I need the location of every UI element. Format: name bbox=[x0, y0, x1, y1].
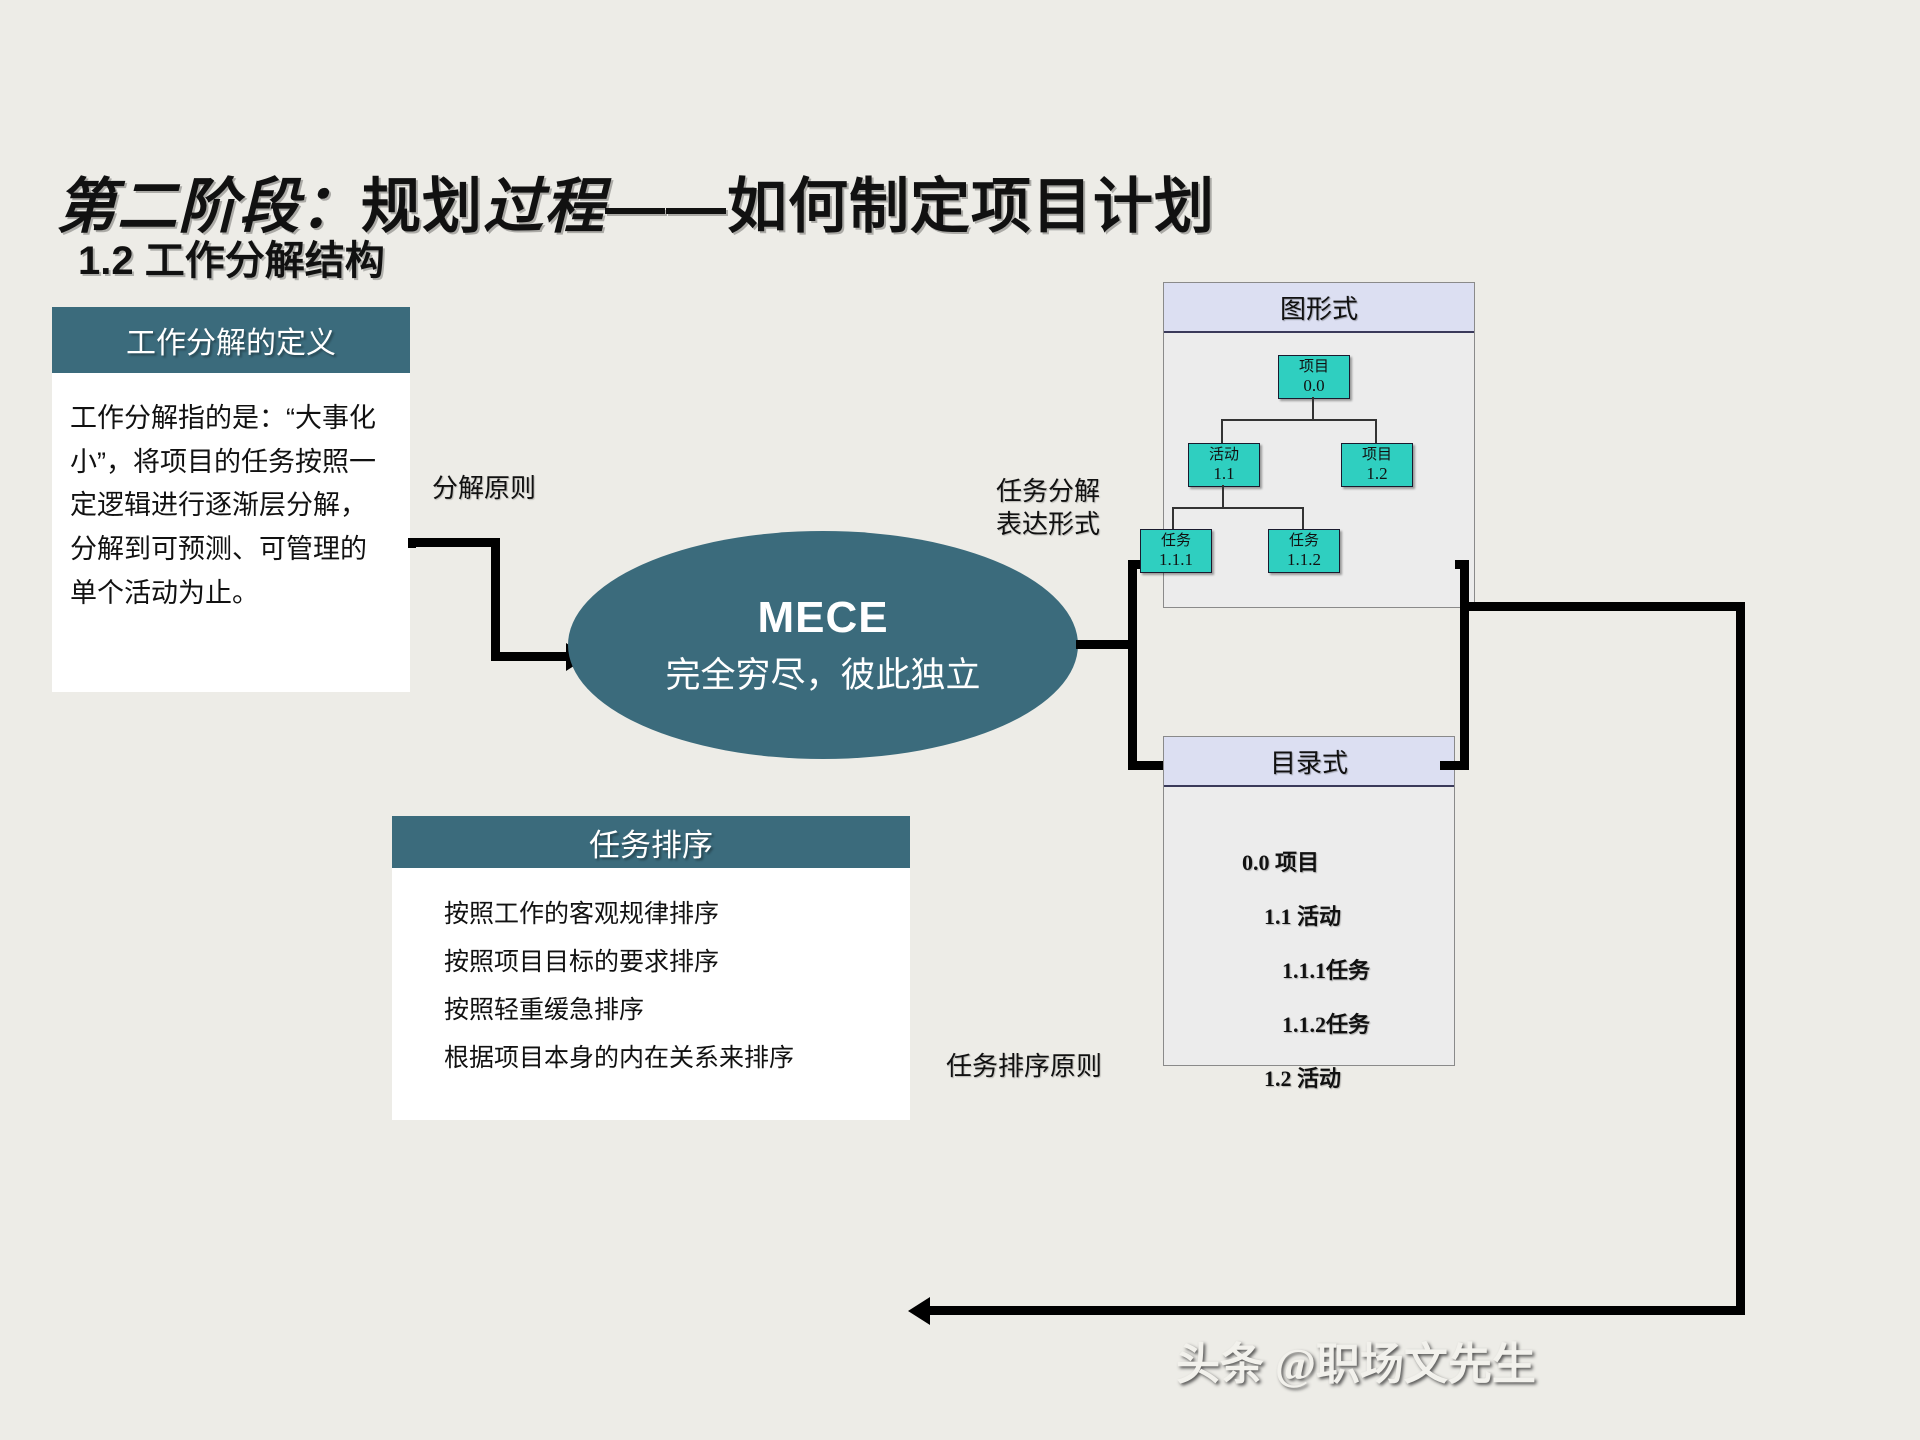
wbs-catalog-header: 目录式 bbox=[1164, 737, 1454, 787]
mece-title: MECE bbox=[757, 592, 889, 642]
connector-mece-to-list-branch bbox=[1128, 761, 1190, 770]
list-item: 根据项目本身的内在关系来排序 bbox=[444, 1044, 795, 1072]
wbs-node-code: 1.2 bbox=[1366, 463, 1388, 483]
wbs-node-label: 活动 bbox=[1208, 447, 1239, 464]
wbs-node-code: 1.1.1 bbox=[1159, 549, 1193, 569]
list-item: 1.2 活动 bbox=[1264, 1066, 1342, 1091]
list-item: 0.0 项目 bbox=[1242, 850, 1320, 875]
wbs-node-project-0-0: 项目 0.0 bbox=[1278, 355, 1350, 399]
wbs-graphical-header: 图形式 bbox=[1164, 283, 1474, 333]
connector-loop-right-vertical bbox=[1736, 602, 1745, 1314]
watermark: 头条 @职场文先生 bbox=[1176, 1340, 1536, 1389]
connector-label-expression: 任务分解 表达形式 bbox=[996, 475, 1100, 540]
wbs-graphical-panel: 图形式 项目 0.0 活动 1.1 项目 1.2 bbox=[1140, 282, 1475, 608]
wbs-node-label: 项目 bbox=[1298, 359, 1329, 376]
wbs-tree: 项目 0.0 活动 1.1 项目 1.2 任务 1.1.1 bbox=[1140, 333, 1474, 605]
task-order-card: 任务排序 按照工作的客观规律排序 按照项目目标的要求排序 按照轻重缓急排序 根据… bbox=[392, 816, 910, 1120]
connector-loop-bottom-horizontal bbox=[928, 1306, 1745, 1315]
title-segment-plan: 规划 bbox=[361, 173, 483, 240]
wbs-edge-to-task-1-1-2 bbox=[1302, 507, 1304, 529]
wbs-edge-to-activity-1-1 bbox=[1221, 419, 1223, 443]
mece-ellipse: MECE 完全穷尽，彼此独立 bbox=[568, 531, 1078, 759]
connector-mece-right-stem bbox=[1076, 640, 1135, 649]
wbs-node-task-1-1-2: 任务 1.1.2 bbox=[1268, 529, 1340, 573]
arrow-to-order-card bbox=[908, 1297, 930, 1325]
list-item: 按照轻重缓急排序 bbox=[444, 996, 645, 1024]
wbs-node-task-1-1-1: 任务 1.1.1 bbox=[1140, 529, 1212, 573]
section-subtitle: 1.2 工作分解结构 bbox=[78, 239, 385, 283]
connector-definition-horizontal-top bbox=[408, 538, 500, 547]
definition-card: 工作分解的定义 工作分解指的是：“大事化小”，将项目的任务按照一定逻辑进行逐渐层… bbox=[52, 307, 410, 692]
task-order-card-body: 按照工作的客观规律排序 按照项目目标的要求排序 按照轻重缓急排序 根据项目本身的… bbox=[392, 868, 910, 1120]
wbs-node-project-1-2: 项目 1.2 bbox=[1341, 443, 1413, 487]
connector-label-expression-line2: 表达形式 bbox=[996, 508, 1101, 539]
wbs-edge-to-task-1-1-1 bbox=[1172, 507, 1174, 529]
list-item: 1.1.1任务 bbox=[1282, 958, 1371, 983]
connector-label-principle: 分解原则 bbox=[432, 473, 537, 503]
connector-label-order-principle: 任务排序原则 bbox=[946, 1051, 1103, 1081]
connector-loop-top-horizontal bbox=[1460, 602, 1745, 611]
wbs-node-code: 1.1.2 bbox=[1287, 549, 1321, 569]
list-item: 1.1 活动 bbox=[1264, 904, 1342, 929]
list-item: 按照项目目标的要求排序 bbox=[444, 948, 720, 976]
wbs-edge-to-project-1-2 bbox=[1375, 419, 1377, 443]
wbs-edge-level1-bus bbox=[1221, 419, 1377, 421]
connector-mece-right-fork-vertical bbox=[1128, 560, 1137, 770]
title-segment-stage: 第二阶段： bbox=[56, 173, 361, 240]
page-title: 第二阶段：规划过程——如何制定项目计划 bbox=[56, 158, 1215, 245]
wbs-node-activity-1-1: 活动 1.1 bbox=[1188, 443, 1260, 487]
list-item: 按照工作的客观规律排序 bbox=[444, 900, 720, 928]
title-segment-tail: ——如何制定项目计划 bbox=[605, 173, 1215, 240]
connector-label-expression-line1: 任务分解 bbox=[996, 476, 1101, 506]
list-item: 1.1.2任务 bbox=[1282, 1012, 1371, 1037]
wbs-edge-activity-stem bbox=[1222, 485, 1224, 507]
wbs-node-code: 0.0 bbox=[1303, 375, 1325, 395]
connector-right-outer-vertical bbox=[1460, 560, 1469, 770]
mece-subtitle: 完全穷尽，彼此独立 bbox=[665, 655, 981, 695]
task-order-card-header: 任务排序 bbox=[392, 816, 910, 868]
wbs-edge-root-stem bbox=[1312, 397, 1314, 419]
wbs-node-label: 项目 bbox=[1361, 447, 1392, 464]
wbs-node-code: 1.1 bbox=[1213, 463, 1235, 483]
definition-card-body: 工作分解指的是：“大事化小”，将项目的任务按照一定逻辑进行逐渐层分解，分解到可预… bbox=[52, 373, 410, 692]
connector-definition-vertical bbox=[491, 538, 500, 660]
title-segment-process: 过程 bbox=[483, 173, 605, 240]
wbs-catalog-panel: 目录式 0.0 项目 1.1 活动 1.1.1任务 1.1.2任务 1.2 活动 bbox=[1163, 736, 1455, 1091]
connector-definition-horizontal-bottom bbox=[491, 652, 575, 661]
definition-card-header: 工作分解的定义 bbox=[52, 307, 410, 373]
connector-list-right-in bbox=[1440, 761, 1469, 770]
wbs-node-label: 任务 bbox=[1160, 533, 1191, 550]
wbs-edge-level2-bus bbox=[1172, 507, 1304, 509]
wbs-catalog-items: 0.0 项目 1.1 活动 1.1.1任务 1.1.2任务 1.2 活动 bbox=[1164, 787, 1454, 1093]
wbs-node-label: 任务 bbox=[1288, 533, 1319, 550]
